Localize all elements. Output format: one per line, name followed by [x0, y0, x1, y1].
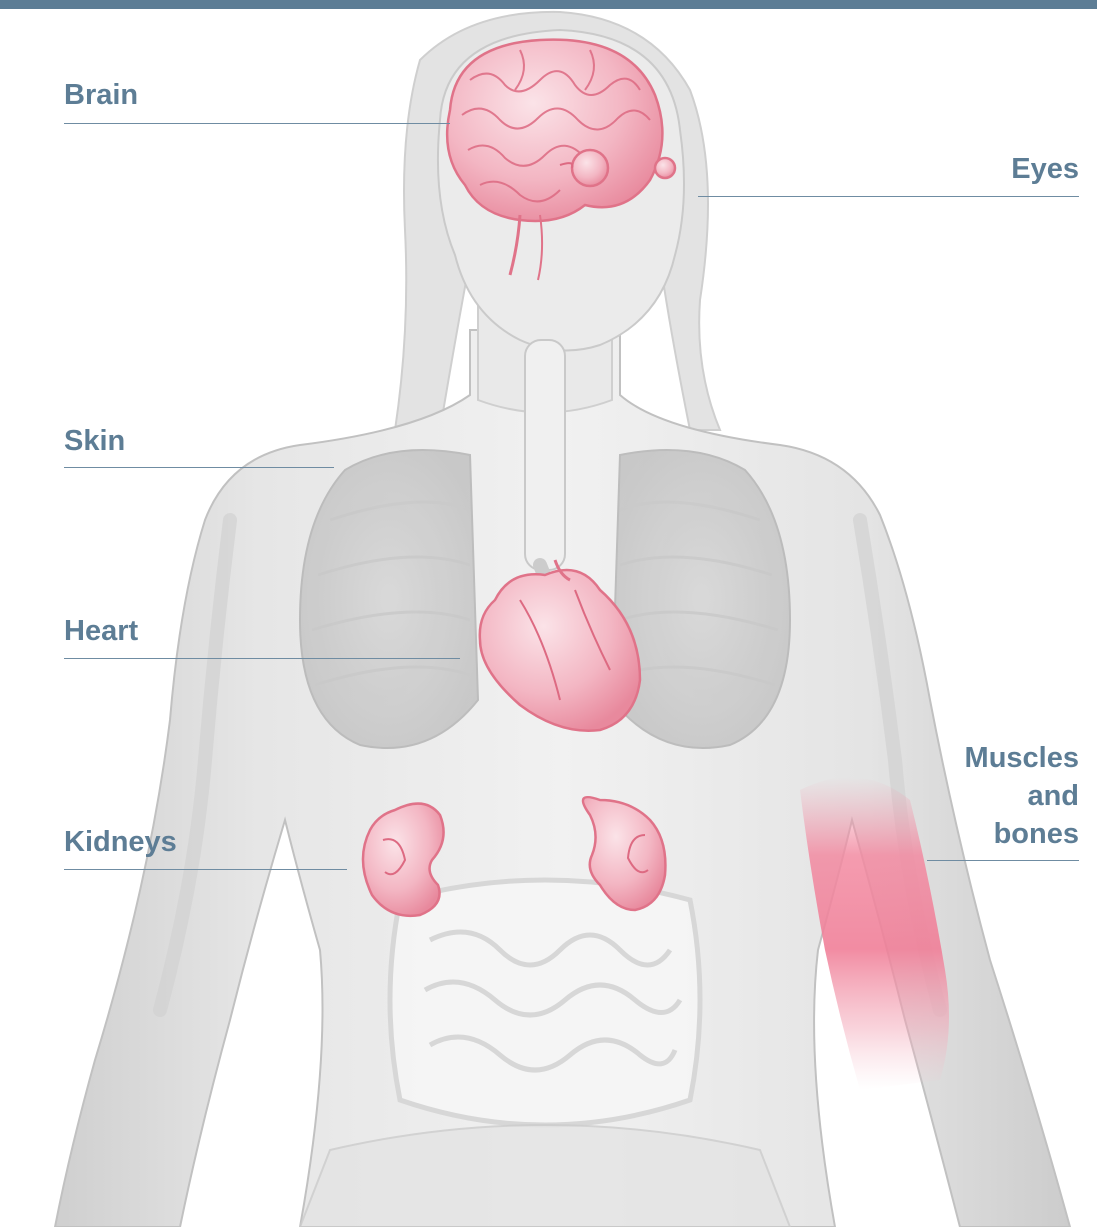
eyes-leader-line: [698, 196, 1079, 197]
muscles-leader-line: [927, 860, 1079, 861]
intestines-shape: [390, 880, 700, 1125]
skin-leader-line: [64, 467, 334, 468]
brain-label: Brain: [64, 76, 138, 114]
muscles-bones-label: Muscles and bones: [965, 739, 1079, 853]
skin-label: Skin: [64, 422, 125, 460]
muscles-label-line3: bones: [965, 815, 1079, 853]
eyes-label: Eyes: [1011, 150, 1079, 188]
heart-leader-line: [64, 658, 460, 659]
left-lung-shape: [300, 450, 478, 748]
muscles-label-line2: and: [965, 777, 1079, 815]
kidneys-label: Kidneys: [64, 823, 177, 861]
kidneys-leader-line: [64, 869, 347, 870]
muscles-label-line1: Muscles: [965, 739, 1079, 777]
brain-leader-line: [64, 123, 450, 124]
heart-label: Heart: [64, 612, 138, 650]
right-lung-shape: [612, 450, 790, 748]
